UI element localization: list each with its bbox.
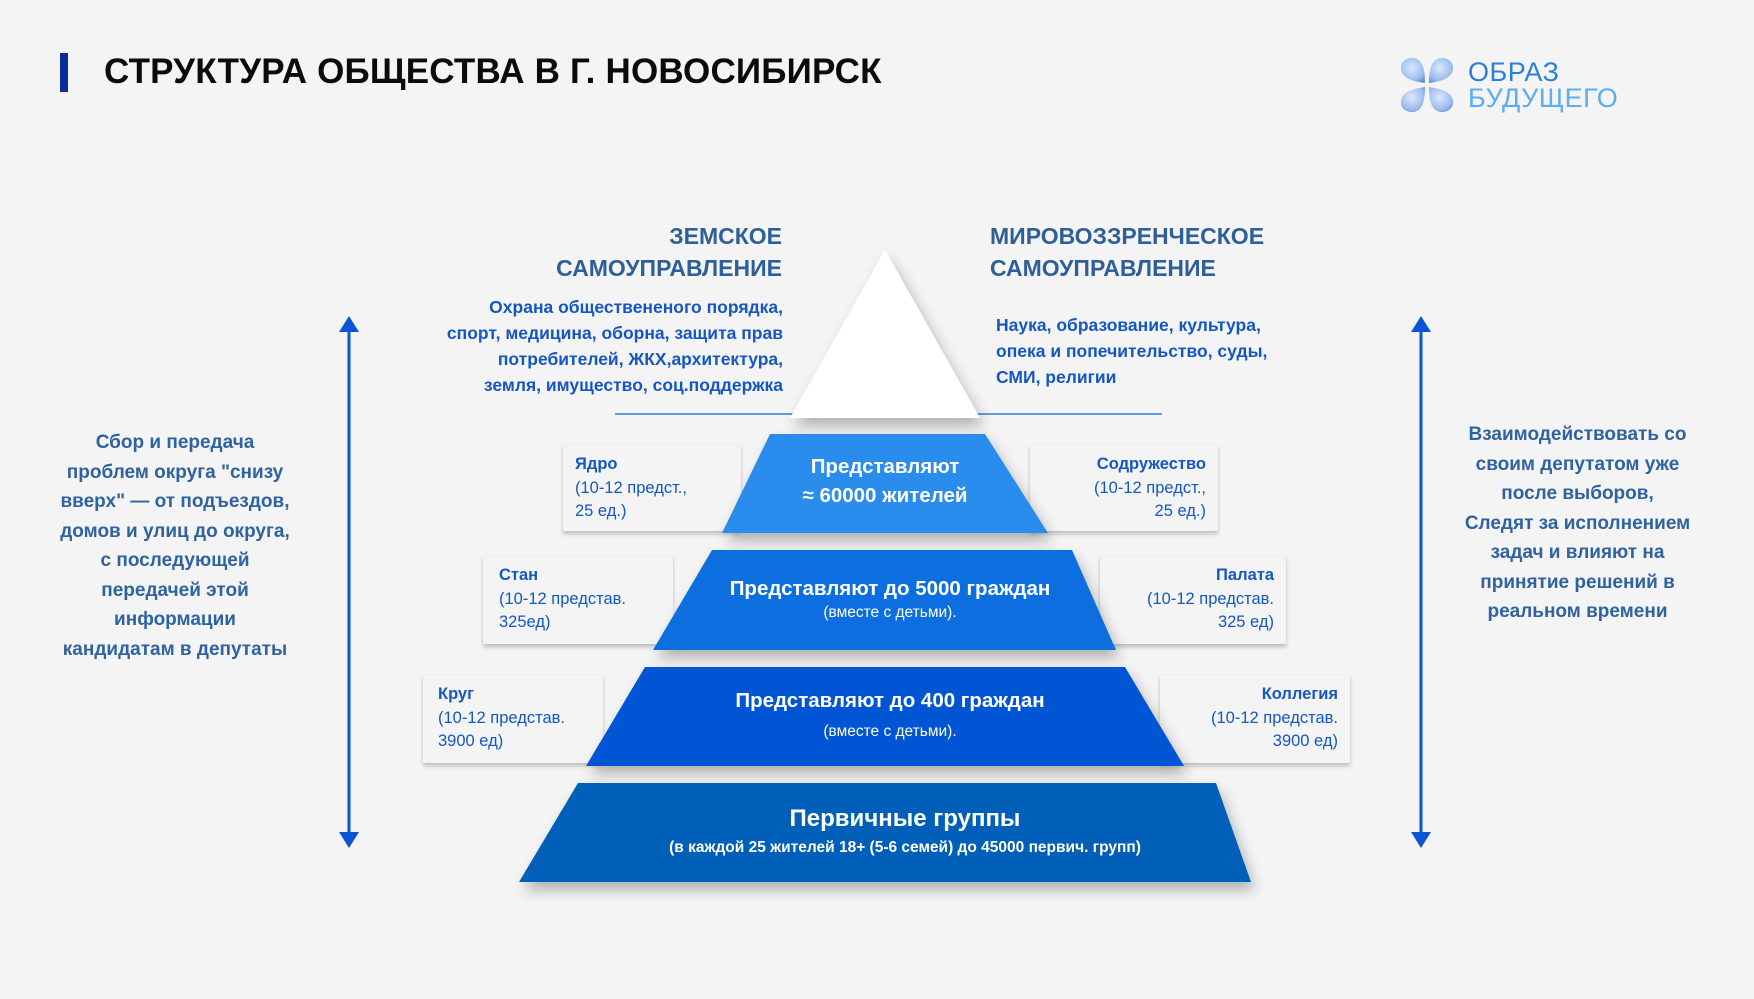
side-box-kollegiya: Коллегия (10-12 представ. 3900 ед) bbox=[1160, 675, 1350, 763]
logo-wordmark: ОБРАЗ БУДУЩЕГО bbox=[1468, 57, 1619, 113]
heading-line: САМОУПРАВЛЕНИЕ bbox=[990, 255, 1216, 281]
description-line: Охрана обществененого порядка, bbox=[489, 297, 783, 317]
note-line: Взаимодействовать со bbox=[1468, 424, 1687, 445]
box-line: (10-12 предст., bbox=[1094, 478, 1206, 497]
tier-sub-text: (в каждой 25 жителей 18+ (5-6 семей) до … bbox=[669, 839, 1141, 856]
side-box-sodruzhestvo: Содружество (10-12 предст., 25 ед.) bbox=[1030, 445, 1218, 531]
pyramid-apex bbox=[790, 250, 980, 418]
zemskoe-heading: ЗЕМСКОЕ САМОУПРАВЛЕНИЕ bbox=[556, 220, 782, 284]
bottom-up-note: Сбор и передача проблем округа "снизу вв… bbox=[40, 428, 310, 664]
side-box-palata: Палата (10-12 представ. 325 ед) bbox=[1100, 556, 1286, 644]
note-line: передачей этой bbox=[101, 579, 249, 601]
box-line: 325 ед) bbox=[1217, 613, 1274, 631]
box-line: 25 ед.) bbox=[1154, 502, 1206, 520]
mirovozzrencheskoe-heading: МИРОВОЗЗРЕНЧЕСКОЕ САМОУПРАВЛЕНИЕ bbox=[990, 220, 1264, 284]
box-line: 325ед) bbox=[499, 613, 551, 631]
description-line: опека и попечительство, суды, bbox=[996, 341, 1268, 361]
description-line: земля, имущество, соц.поддержка bbox=[483, 375, 783, 395]
tier-main-text: Первичные группы bbox=[789, 805, 1021, 832]
tier-main-text: Представляют до 5000 граждан bbox=[729, 577, 1051, 600]
box-line: (10-12 представ. bbox=[1211, 708, 1338, 727]
separator-line-left bbox=[615, 413, 795, 415]
note-line: принятие решений в bbox=[1480, 571, 1675, 593]
double-arrow-vertical-left-icon bbox=[339, 316, 359, 848]
tier-4-label: Первичные группы (в каждой 25 жителей 18… bbox=[600, 802, 1210, 858]
side-box-yadro: Ядро (10-12 предст., 25 ед.) bbox=[563, 445, 741, 531]
side-box-krug: Круг (10-12 представ. 3900 ед) bbox=[423, 675, 603, 763]
tier-main-text: Представляют bbox=[810, 455, 960, 478]
box-line: 3900 ед) bbox=[1272, 732, 1338, 750]
note-line: Следят за исполнением bbox=[1464, 512, 1691, 534]
logo-line-1: ОБРАЗ bbox=[1468, 57, 1560, 87]
logo: ОБРАЗ БУДУЩЕГО bbox=[1398, 55, 1618, 115]
box-title: Коллегия bbox=[1261, 685, 1338, 703]
four-petal-flower-icon bbox=[1400, 57, 1454, 113]
note-line: кандидатам в депутаты bbox=[62, 638, 288, 660]
tier-sub-text: (вместе с детьми). bbox=[823, 604, 957, 621]
side-box-stan: Стан (10-12 представ. 325ед) bbox=[483, 556, 673, 644]
note-line: проблем округа "снизу bbox=[66, 461, 284, 483]
title-accent-bar bbox=[60, 53, 68, 92]
note-line: реальном времени bbox=[1487, 601, 1668, 622]
box-line: (10-12 представ. bbox=[438, 708, 565, 727]
logo-line-2: БУДУЩЕГО bbox=[1468, 83, 1619, 113]
note-line: домов и улиц до округа, bbox=[60, 520, 290, 542]
tier-2-label: Представляют до 5000 граждан (вместе с д… bbox=[690, 574, 1090, 623]
note-line: с последующей bbox=[100, 550, 250, 571]
mirovozzrencheskoe-description: Наука, образование, культура, опека и по… bbox=[996, 312, 1267, 390]
description-line: спорт, медицина, оборна, защита прав bbox=[446, 323, 783, 343]
heading-line: МИРОВОЗЗРЕНЧЕСКОЕ bbox=[990, 223, 1265, 249]
description-line: потребителей, ЖКХ,архитектура, bbox=[497, 349, 783, 369]
box-title: Содружество bbox=[1096, 455, 1206, 473]
heading-line: ЗЕМСКОЕ bbox=[669, 223, 782, 249]
deputy-interaction-note: Взаимодействовать со своим депутатом уже… bbox=[1440, 420, 1715, 627]
description-line: Наука, образование, культура, bbox=[996, 315, 1261, 335]
box-line: 3900 ед) bbox=[438, 732, 504, 750]
box-title: Круг bbox=[438, 685, 474, 703]
page-title: СТРУКТУРА ОБЩЕСТВА В Г. НОВОСИБИРСК bbox=[104, 52, 882, 91]
box-line: 25 ед.) bbox=[575, 502, 627, 520]
tier-main-text: ≈ 60000 жителей bbox=[802, 484, 968, 507]
tier-sub-text: (вместе с детьми). bbox=[823, 723, 957, 740]
box-line: (10-12 представ. bbox=[1147, 589, 1274, 608]
tier-3-label: Представляют до 400 граждан (вместе с де… bbox=[680, 686, 1100, 742]
tier-main-text: Представляют до 400 граждан bbox=[735, 689, 1045, 712]
note-line: своим депутатом уже bbox=[1475, 453, 1680, 475]
box-line: (10-12 представ. bbox=[499, 589, 626, 608]
description-line: СМИ, религии bbox=[996, 367, 1117, 387]
heading-line: САМОУПРАВЛЕНИЕ bbox=[556, 255, 782, 281]
zemskoe-description: Охрана обществененого порядка, спорт, ме… bbox=[447, 294, 783, 398]
note-line: задач и влияют на bbox=[1490, 542, 1665, 563]
box-title: Стан bbox=[499, 566, 539, 584]
note-line: вверх" — от подъездов, bbox=[60, 491, 290, 512]
double-arrow-vertical-right-icon bbox=[1411, 316, 1431, 848]
note-line: Сбор и передача bbox=[95, 432, 255, 453]
tier-1-label: Представляют ≈ 60000 жителей bbox=[740, 452, 1030, 510]
box-title: Ядро bbox=[575, 455, 618, 473]
note-line: после выборов, bbox=[1501, 483, 1654, 504]
box-line: (10-12 предст., bbox=[575, 478, 687, 497]
note-line: информации bbox=[114, 609, 236, 630]
box-title: Палата bbox=[1216, 566, 1274, 584]
separator-line-right bbox=[976, 413, 1162, 415]
